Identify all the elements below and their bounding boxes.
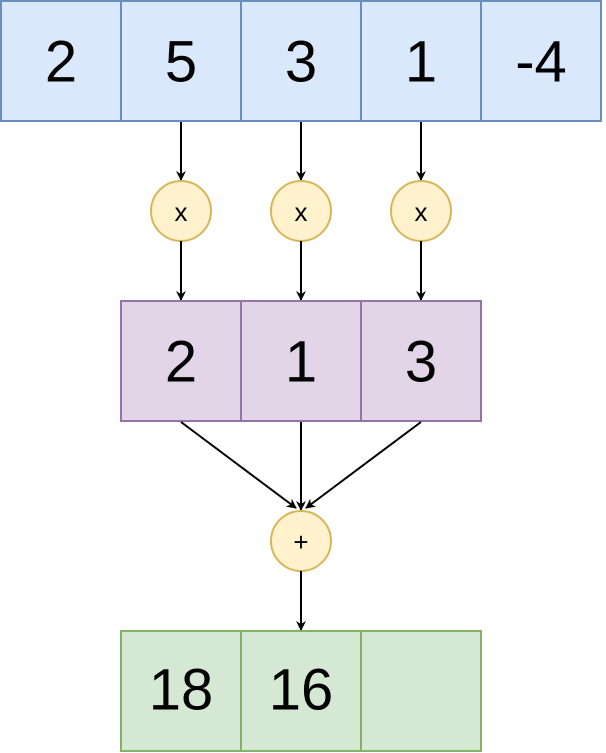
sum-operator: + (270, 510, 332, 572)
input-row: 2 5 3 1 -4 (0, 0, 602, 122)
multiply-symbol: x (175, 197, 188, 227)
input-cell: 1 (360, 0, 482, 122)
output-cell: 16 (240, 630, 362, 752)
input-cell-value: 5 (165, 30, 197, 95)
input-cell-value: 1 (405, 30, 437, 95)
input-cell: -4 (480, 0, 602, 122)
output-cell-value: 16 (269, 658, 334, 723)
multiply-operator: x (270, 180, 332, 242)
arrow-kernel-to-sum (180, 421, 297, 509)
input-cell: 5 (120, 0, 242, 122)
sum-symbol: + (293, 527, 308, 557)
output-cell (360, 630, 482, 752)
multiply-symbol: x (415, 197, 428, 227)
output-cell: 18 (120, 630, 242, 752)
output-row: 18 16 (120, 630, 482, 752)
input-cell-value: 3 (285, 30, 317, 95)
kernel-cell-value: 1 (285, 330, 317, 395)
input-cell-value: 2 (45, 30, 77, 95)
multiply-symbol: x (295, 197, 308, 227)
kernel-cell: 3 (360, 300, 482, 422)
multiply-operator: x (150, 180, 212, 242)
kernel-cell: 1 (240, 300, 362, 422)
multiply-operator: x (390, 180, 452, 242)
input-cell-value: -4 (515, 30, 567, 95)
kernel-cell-value: 3 (405, 330, 437, 395)
kernel-row: 2 1 3 (120, 300, 482, 422)
kernel-cell-value: 2 (165, 330, 197, 395)
input-cell: 3 (240, 0, 362, 122)
kernel-cell: 2 (120, 300, 242, 422)
input-cell: 2 (0, 0, 122, 122)
arrow-kernel-to-sum (305, 421, 422, 509)
output-cell-value: 18 (149, 658, 214, 723)
